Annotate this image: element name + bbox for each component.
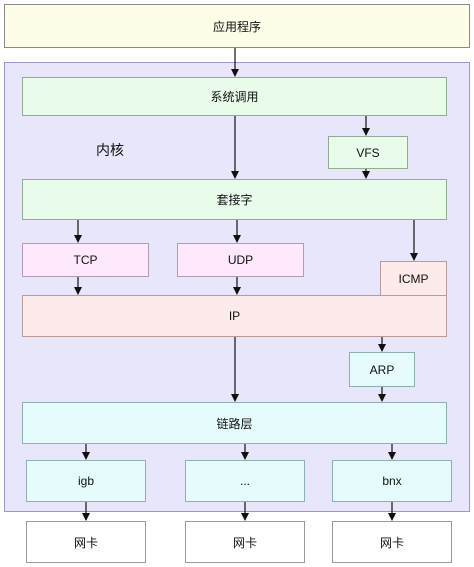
udp-label: UDP [227, 253, 254, 267]
socket-label: 套接字 [216, 193, 253, 207]
application-label: 应用程序 [212, 19, 261, 34]
link-layer-box: 链路层 [22, 402, 447, 444]
nic-box-3: 网卡 [332, 521, 452, 563]
nic-box-2: 网卡 [185, 521, 305, 563]
arp-box: ARP [349, 352, 415, 387]
syscall-label: 系统调用 [210, 90, 259, 104]
icmp-box: ICMP [380, 261, 447, 297]
ip-box: IP [22, 295, 447, 337]
icmp-label: ICMP [398, 272, 429, 286]
driver-ellipsis-label: ... [239, 474, 250, 488]
nic-label-3: 网卡 [379, 535, 404, 550]
ip-label: IP [228, 309, 241, 323]
driver-igb-label: igb [77, 474, 94, 488]
vfs-box: VFS [328, 136, 408, 169]
socket-box: 套接字 [22, 179, 447, 220]
driver-igb-box: igb [26, 460, 146, 502]
tcp-box: TCP [22, 243, 149, 277]
link-layer-label: 链路层 [216, 416, 253, 431]
driver-bnx-box: bnx [332, 460, 452, 502]
syscall-box: 系统调用 [22, 77, 447, 116]
nic-box-1: 网卡 [26, 521, 146, 563]
arp-label: ARP [369, 362, 395, 377]
nic-label-1: 网卡 [73, 535, 98, 550]
kernel-label: 内核 [96, 142, 124, 158]
vfs-label: VFS [356, 145, 380, 160]
driver-bnx-label: bnx [382, 474, 402, 488]
application-box: 应用程序 [4, 4, 470, 48]
udp-box: UDP [177, 243, 304, 277]
driver-ellipsis-box: ... [185, 460, 305, 502]
tcp-label: TCP [73, 253, 98, 267]
nic-label-2: 网卡 [232, 535, 257, 550]
